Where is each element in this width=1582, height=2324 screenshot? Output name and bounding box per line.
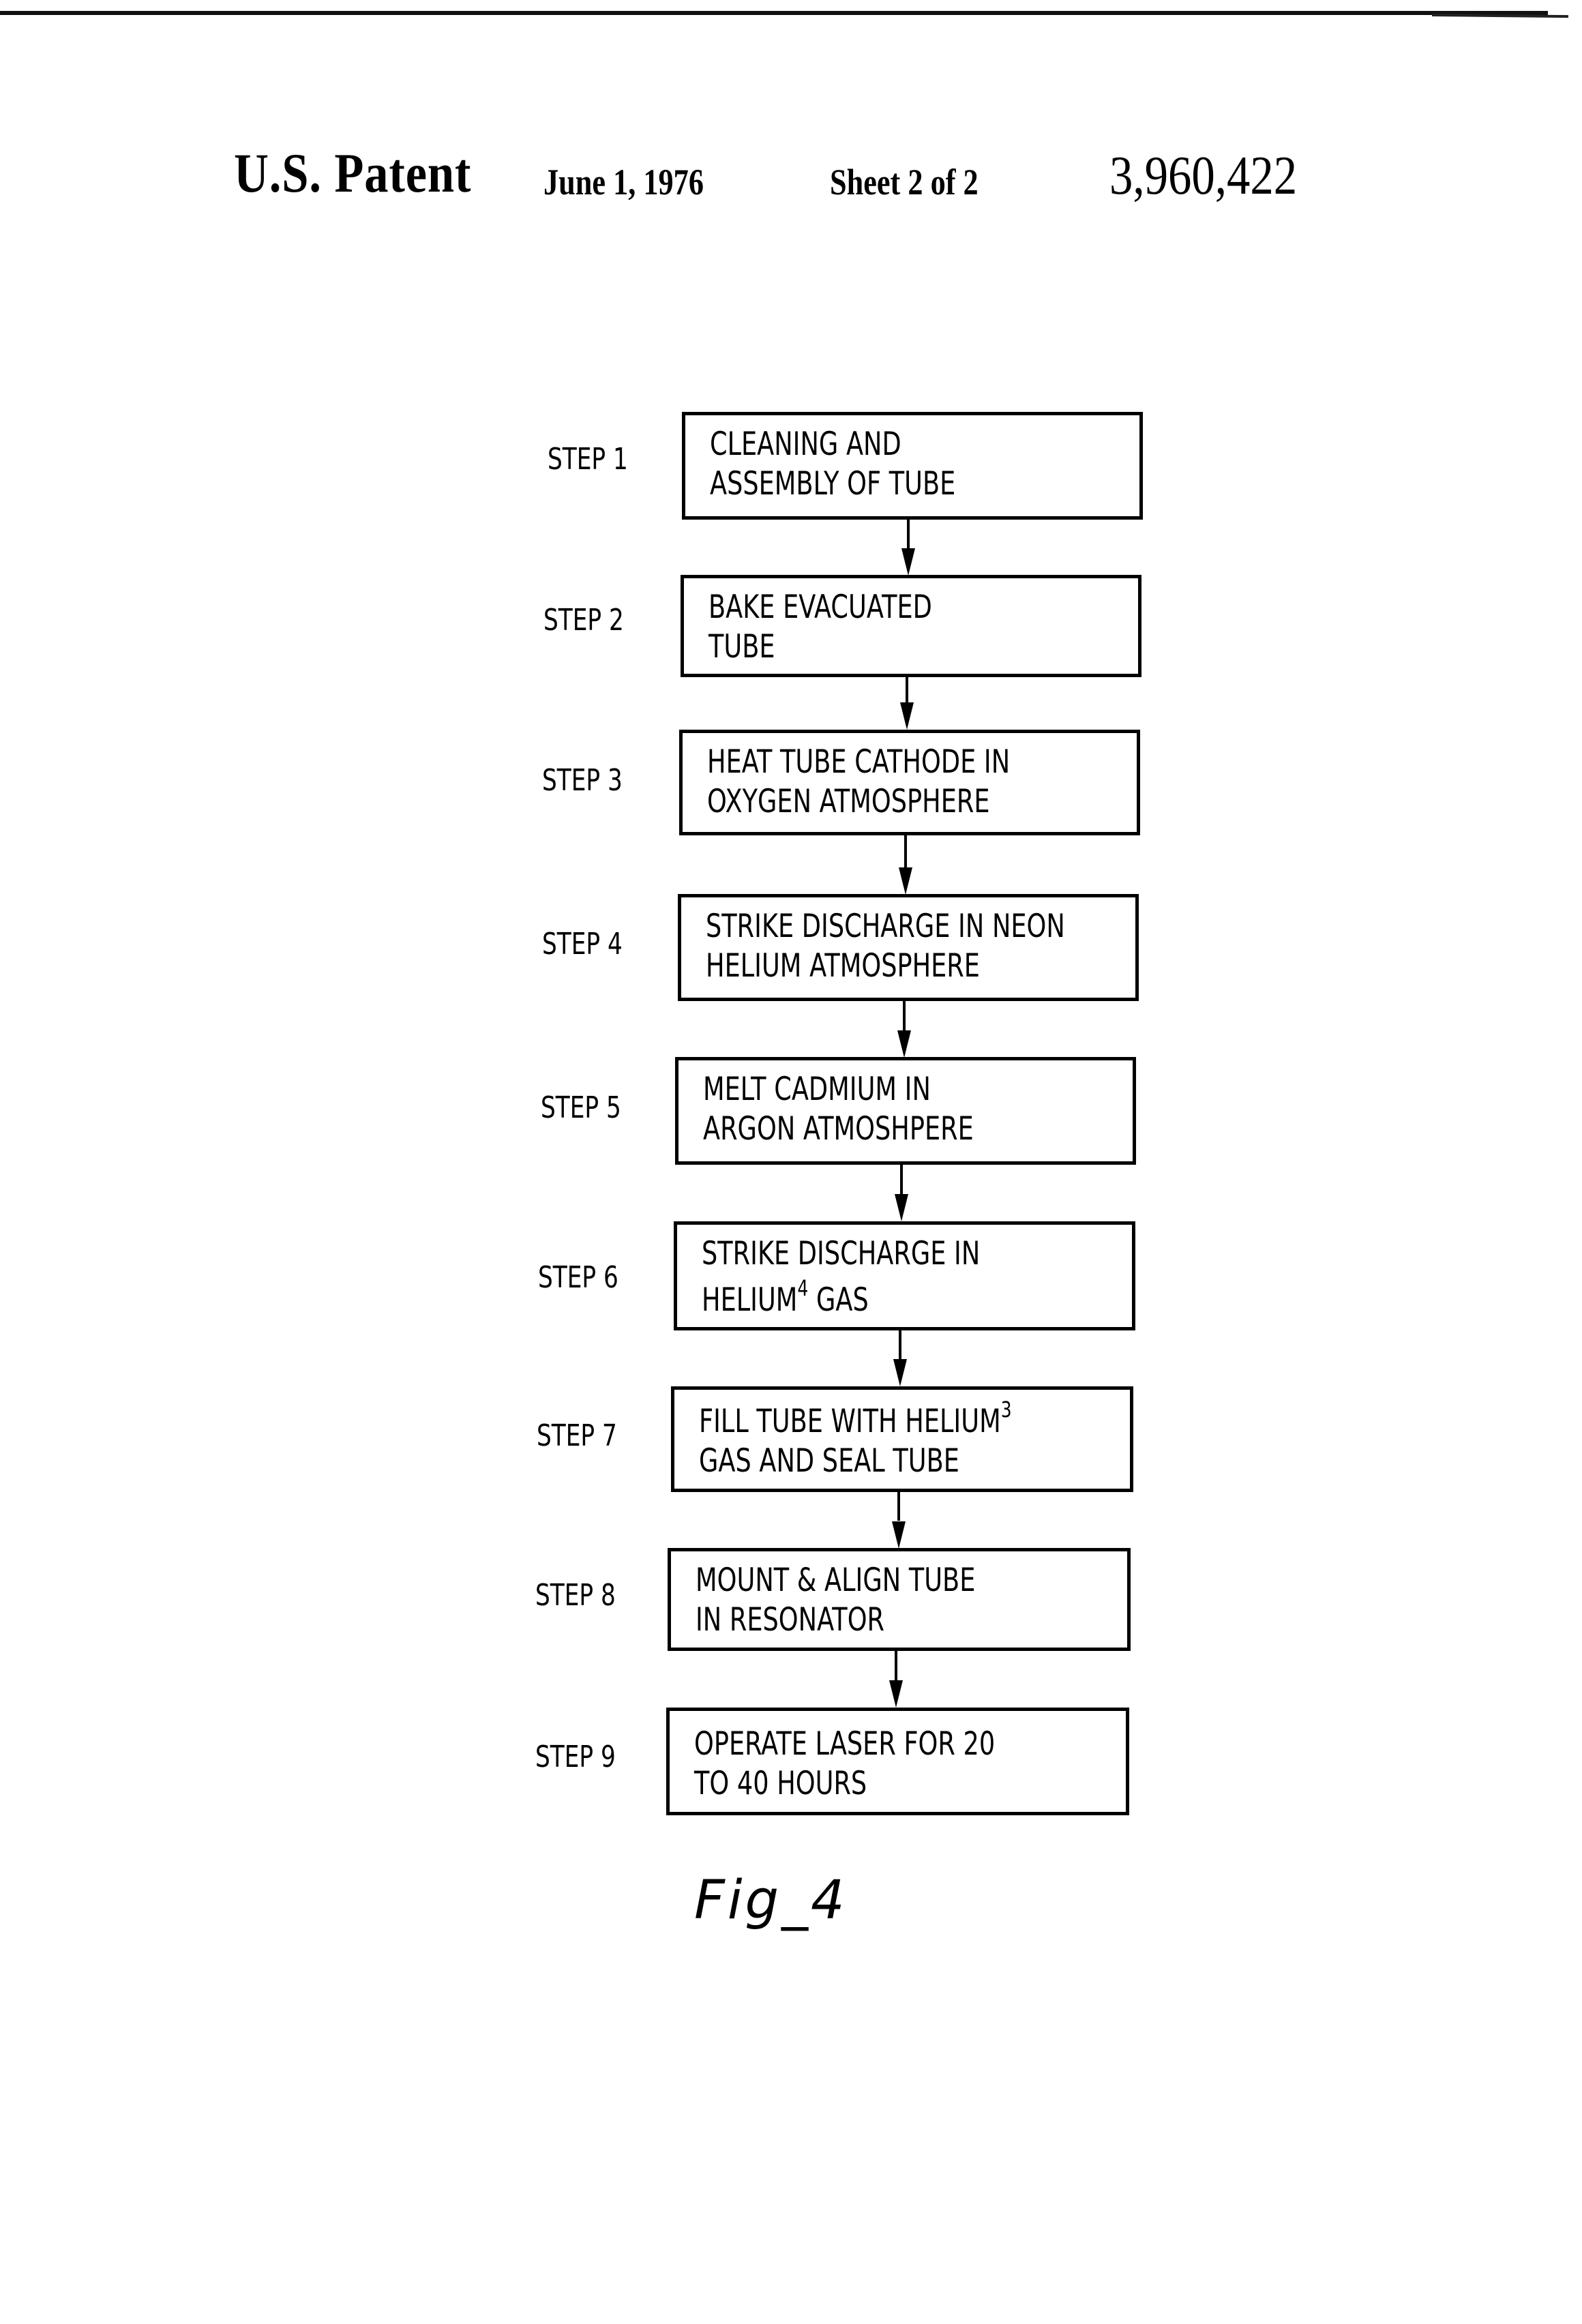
step-text-fragment: FILL TUBE WITH HELIUM [699,1403,1001,1440]
step-box: CLEANING AND ASSEMBLY OF TUBE [682,412,1143,520]
step-label: STEP 7 [537,1421,617,1451]
step-box: HEAT TUBE CATHODE IN OXYGEN ATMOSPHERE [679,730,1140,835]
step-text-line: STRIKE DISCHARGE IN NEON [706,907,1065,947]
step-label: STEP 4 [542,929,623,959]
step-text: STRIKE DISCHARGE IN HELIUM4 GAS [702,1234,980,1320]
step-text: MOUNT & ALIGN TUBE IN RESONATOR [696,1561,975,1640]
step-text-line: ASSEMBLY OF TUBE [710,464,955,504]
step-label: STEP 6 [538,1263,618,1293]
step-text-line: OPERATE LASER FOR 20 [694,1725,995,1764]
step-text-line: MELT CADMIUM IN [703,1070,974,1109]
step-label: STEP 1 [548,445,628,475]
step-box: MOUNT & ALIGN TUBE IN RESONATOR [668,1548,1131,1651]
isotope-superscript: 4 [797,1275,808,1301]
step-text-line: STRIKE DISCHARGE IN [702,1234,980,1274]
connector-line [897,1492,900,1521]
step-text-line: GAS AND SEAL TUBE [699,1442,1012,1481]
step-text-line: FILL TUBE WITH HELIUM3 [699,1402,1012,1442]
step-box: STRIKE DISCHARGE IN NEON HELIUM ATMOSPHE… [678,894,1139,1001]
arrow-down-icon [895,1194,908,1221]
step-text: HEAT TUBE CATHODE IN OXYGEN ATMOSPHERE [707,743,1010,822]
step-text-line: HELIUM4 GAS [702,1281,980,1320]
step-label: STEP 5 [541,1093,621,1123]
step-label: STEP 2 [543,606,624,636]
step-label: STEP 8 [535,1581,616,1611]
arrow-down-icon [893,1359,907,1386]
step-text-line: CLEANING AND [710,425,955,464]
figure-caption: Fig_4 [694,1874,848,1927]
isotope-superscript: 3 [1001,1397,1012,1422]
connector-line [899,1330,901,1361]
connector-line [895,1651,897,1684]
step-text: BAKE EVACUATED TUBE [708,588,932,667]
step-text-fragment: GAS [808,1281,868,1319]
step-box: OPERATE LASER FOR 20 TO 40 HOURS [666,1708,1129,1815]
step-text: STRIKE DISCHARGE IN NEON HELIUM ATMOSPHE… [706,907,1065,986]
arrow-down-icon [889,1680,903,1708]
step-box: FILL TUBE WITH HELIUM3 GAS AND SEAL TUBE [671,1386,1133,1492]
step-text-line: MOUNT & ALIGN TUBE [696,1561,975,1600]
step-box: STRIKE DISCHARGE IN HELIUM4 GAS [674,1221,1135,1330]
arrow-down-icon [899,867,912,895]
arrow-down-icon [900,702,914,730]
step-text-line: OXYGEN ATMOSPHERE [707,782,1010,822]
step-label: STEP 3 [542,766,623,796]
arrow-down-icon [897,1030,911,1058]
step-text-line: TO 40 HOURS [694,1764,995,1804]
step-text-line: BAKE EVACUATED [708,588,932,627]
step-box: MELT CADMIUM IN ARGON ATMOSHPERE [675,1057,1136,1165]
step-text-line: ARGON ATMOSHPERE [703,1109,974,1149]
arrow-down-icon [892,1521,906,1549]
step-text-line: TUBE [708,627,932,667]
step-label: STEP 9 [535,1742,616,1772]
step-text: OPERATE LASER FOR 20 TO 40 HOURS [694,1725,995,1804]
step-text: MELT CADMIUM IN ARGON ATMOSHPERE [703,1070,974,1149]
step-text: FILL TUBE WITH HELIUM3 GAS AND SEAL TUBE [699,1402,1012,1481]
step-box: BAKE EVACUATED TUBE [681,575,1141,677]
arrow-down-icon [901,548,915,576]
step-text-fragment: HELIUM [702,1281,797,1319]
step-text-line: HEAT TUBE CATHODE IN [707,743,1010,782]
step-text-line: IN RESONATOR [696,1600,975,1640]
step-text: CLEANING AND ASSEMBLY OF TUBE [710,425,955,504]
step-text-line: HELIUM ATMOSPHERE [706,947,1065,986]
